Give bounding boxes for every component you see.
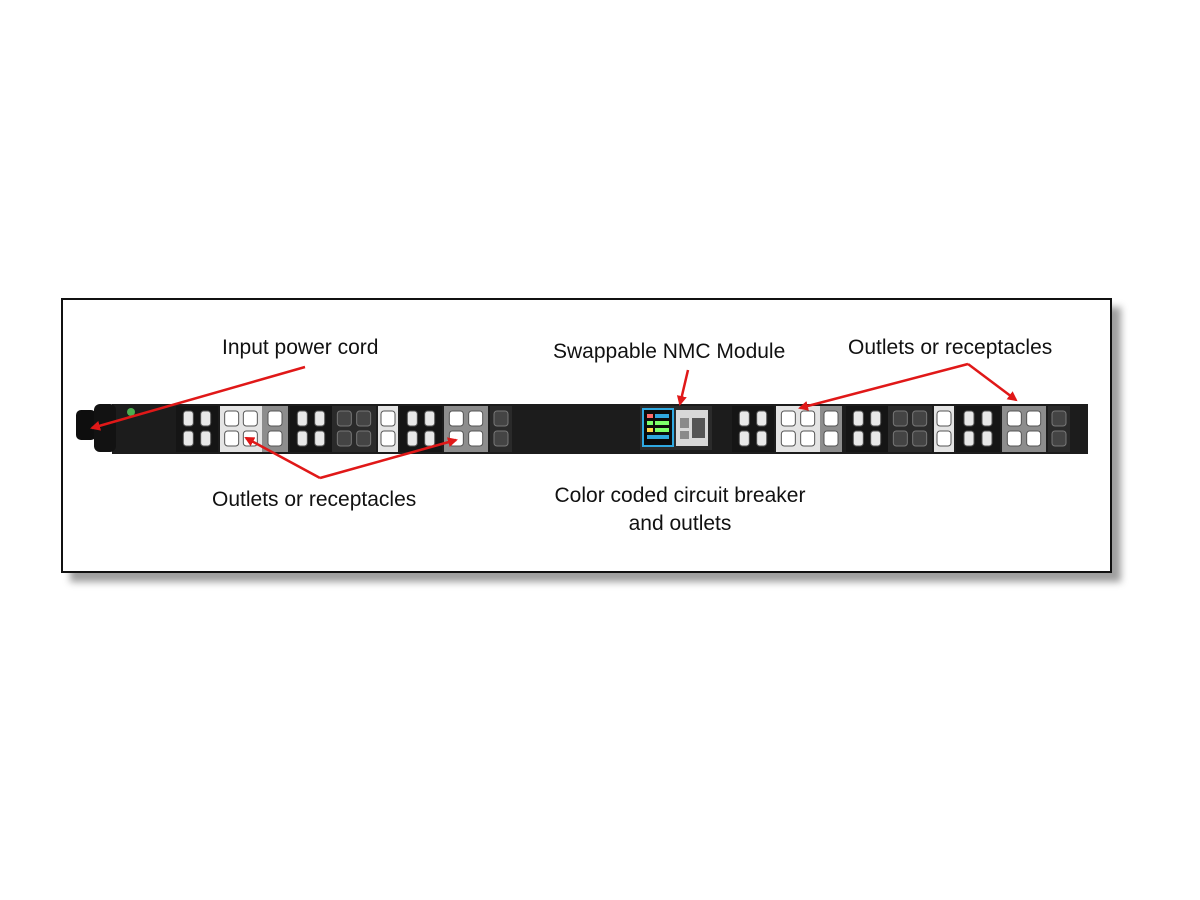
outlet-receptacle <box>1051 410 1067 427</box>
outlet-receptacle <box>936 430 952 447</box>
outlet-receptacle <box>380 410 396 427</box>
breaker-switch <box>182 430 194 447</box>
breaker-switch <box>870 410 882 427</box>
status-led <box>127 408 135 416</box>
outlet-receptacle <box>448 430 464 447</box>
outlet-receptacle <box>448 410 464 427</box>
circuit-breaker <box>846 406 888 452</box>
outlet-receptacle <box>1006 430 1022 447</box>
breaker-switch <box>296 430 308 447</box>
label-color-coded-line2: and outlets <box>628 512 732 535</box>
breaker-switch <box>981 430 993 447</box>
outlet-receptacle <box>780 410 796 427</box>
arrow-outlets-right-a <box>798 362 969 411</box>
breaker-switch <box>963 410 975 427</box>
label-outlets-right: Outlets or receptacles <box>848 336 1053 359</box>
outlet-receptacle <box>336 430 352 447</box>
outlet-receptacle <box>224 430 240 447</box>
breaker-switch <box>852 410 864 427</box>
circuit-breaker <box>176 406 218 452</box>
label-swappable-nmc: Swappable NMC Module <box>553 340 786 363</box>
nmc-module <box>640 406 712 450</box>
outlet-receptacle <box>267 410 283 427</box>
breaker-switch <box>296 410 308 427</box>
outlet-groups <box>176 406 1070 452</box>
outlet-receptacle <box>224 410 240 427</box>
label-outlets-left: Outlets or receptacles <box>212 488 417 511</box>
breaker-switch <box>200 410 212 427</box>
outlet-receptacle <box>912 410 928 427</box>
circuit-breaker <box>956 406 1000 452</box>
breaker-switch <box>963 430 975 447</box>
breaker-switch <box>424 430 436 447</box>
arrow-nmc <box>676 369 690 406</box>
breaker-switch <box>200 430 212 447</box>
breaker-switch <box>406 430 418 447</box>
outlet-receptacle <box>493 430 509 447</box>
outlet-receptacle <box>780 430 796 447</box>
breaker-switch <box>981 410 993 427</box>
outlet-receptacle <box>356 430 372 447</box>
breaker-switch <box>314 410 326 427</box>
outlet-receptacle <box>356 410 372 427</box>
outlet-receptacle <box>493 410 509 427</box>
label-color-coded-line1: Color coded circuit breaker <box>554 484 806 507</box>
outlet-receptacle <box>936 410 952 427</box>
arrow-outlets-left-a <box>244 436 321 480</box>
breaker-switch <box>852 430 864 447</box>
outlet-receptacle <box>1026 410 1042 427</box>
arrow-outlets-left-b <box>319 437 458 480</box>
arrow-outlets-right-b <box>967 363 1018 402</box>
circuit-breaker <box>290 406 332 452</box>
breaker-switch <box>424 410 436 427</box>
outlet-receptacle <box>468 430 484 447</box>
outlet-receptacle <box>380 430 396 447</box>
outlet-receptacle <box>912 430 928 447</box>
breaker-switch <box>756 430 768 447</box>
outlet-receptacle <box>468 410 484 427</box>
breaker-switch <box>756 410 768 427</box>
outlet-receptacle <box>823 410 839 427</box>
outlet-receptacle <box>892 430 908 447</box>
outlet-receptacle <box>1026 430 1042 447</box>
outlet-receptacle <box>800 430 816 447</box>
label-color-coded: Color coded circuit breaker and outlets <box>530 482 830 538</box>
label-input-power-cord: Input power cord <box>222 336 379 359</box>
outlet-receptacle <box>1051 430 1067 447</box>
breaker-switch <box>738 430 750 447</box>
annotation-arrows <box>90 362 1018 480</box>
outlet-receptacle <box>267 430 283 447</box>
outlet-receptacle <box>336 410 352 427</box>
circuit-breaker <box>732 406 774 452</box>
outlet-receptacle <box>892 410 908 427</box>
breaker-switch <box>406 410 418 427</box>
outlet-receptacle <box>823 430 839 447</box>
outlet-receptacle <box>1006 410 1022 427</box>
outlet-receptacle <box>242 410 258 427</box>
breaker-switch <box>738 410 750 427</box>
outlet-receptacle <box>800 410 816 427</box>
breaker-switch <box>182 410 194 427</box>
input-plug <box>76 410 96 440</box>
breaker-switch <box>870 430 882 447</box>
arrow-input-cord <box>90 365 306 431</box>
breaker-switch <box>314 430 326 447</box>
